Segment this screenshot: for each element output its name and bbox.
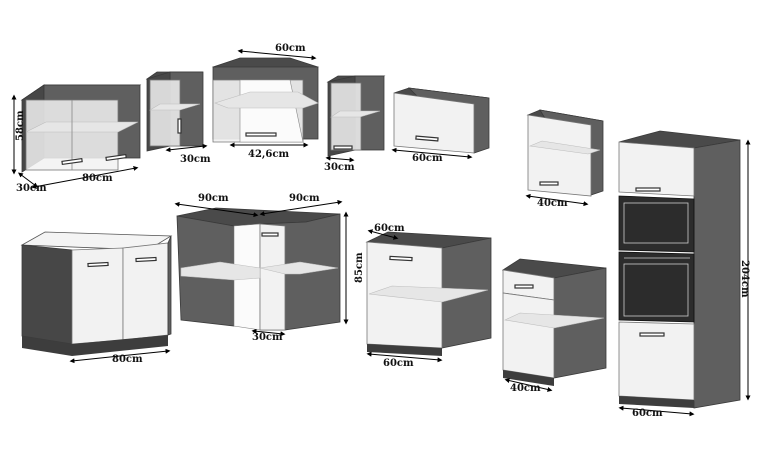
oven bbox=[618, 251, 695, 323]
wall-40-width-label: 40cm bbox=[537, 198, 568, 209]
wall-40-width-line bbox=[525, 193, 589, 207]
base-80-width-label: 80cm bbox=[112, 354, 143, 365]
corner-base-left-label: 90cm bbox=[198, 193, 229, 204]
wall-30b-width-label: 30cm bbox=[324, 162, 355, 173]
corner-wall-front-label: 42,6cm bbox=[248, 149, 289, 160]
wall-30-width-line bbox=[165, 143, 208, 153]
wall-60-width-line bbox=[391, 147, 473, 160]
base-60-width-line bbox=[366, 351, 443, 363]
wall-60-width-label: 60cm bbox=[412, 153, 443, 164]
microwave bbox=[618, 195, 695, 253]
wall-cabinet-60 bbox=[393, 87, 490, 154]
base-cabinet-40 bbox=[501, 258, 607, 386]
tall-width-label: 60cm bbox=[632, 408, 663, 419]
corner-base-depth-line bbox=[251, 328, 286, 337]
wall-cabinet-80 bbox=[20, 84, 142, 173]
corner-base-height-label: 85cm bbox=[354, 252, 365, 283]
wall-80-height-label: 58cm bbox=[15, 110, 26, 141]
base-cabinet-80 bbox=[20, 231, 173, 356]
corner-wall-top-label: 60cm bbox=[275, 43, 306, 54]
corner-base-right-label: 90cm bbox=[289, 193, 320, 204]
tall-width-line bbox=[618, 405, 695, 417]
wall-cabinet-30b bbox=[326, 75, 386, 157]
corner-wall-cabinet bbox=[212, 57, 319, 143]
base-80-width-line bbox=[69, 348, 171, 364]
corner-base-cabinet bbox=[176, 207, 341, 331]
wall-30b-width-line bbox=[325, 155, 355, 163]
wall-30-width-label: 30cm bbox=[180, 154, 211, 165]
base-60-depth-line bbox=[367, 229, 399, 240]
corner-wall-top-line bbox=[237, 48, 317, 61]
wall-cabinet-30 bbox=[145, 71, 204, 152]
tall-cabinet bbox=[618, 130, 741, 409]
base-40-width-line bbox=[504, 378, 553, 392]
base-60-width-label: 60cm bbox=[383, 358, 414, 369]
wall-80-width-line bbox=[31, 166, 139, 189]
corner-base-right-line bbox=[259, 199, 343, 217]
base-40-width-label: 40cm bbox=[510, 383, 541, 394]
wall-80-width-label: 80cm bbox=[82, 173, 113, 184]
base-cabinet-60 bbox=[365, 231, 492, 356]
tall-height-label: 204cm bbox=[739, 260, 750, 298]
wall-80-depth-label: 30cm bbox=[16, 183, 47, 194]
wall-cabinet-40 bbox=[526, 109, 604, 197]
corner-base-depth-label: 30cm bbox=[252, 332, 283, 343]
corner-base-left-line bbox=[174, 201, 259, 218]
base-60-depth-label: 60cm bbox=[374, 223, 405, 234]
